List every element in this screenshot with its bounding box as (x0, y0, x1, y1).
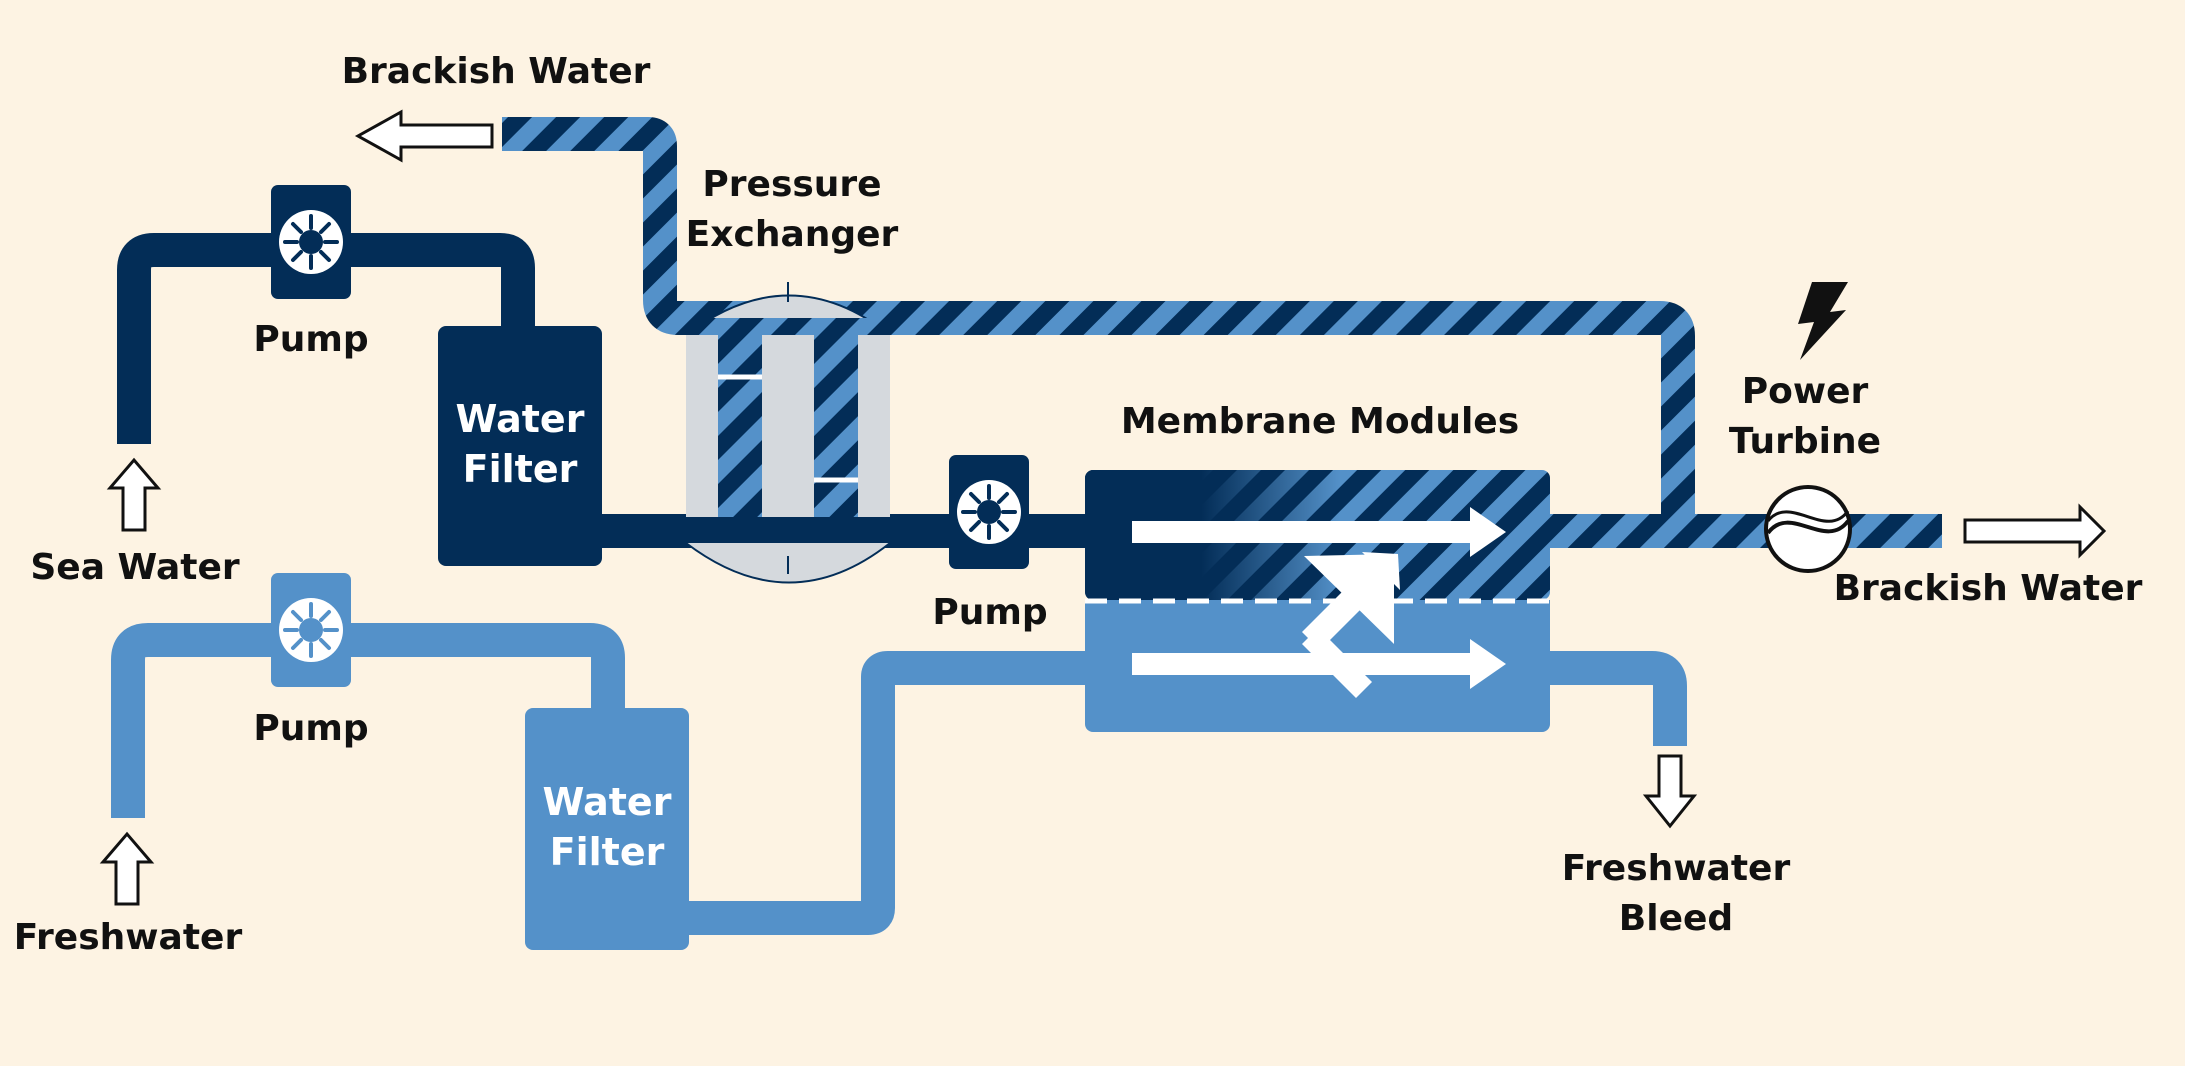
brackish-pipes (502, 117, 1942, 548)
pressure-exchanger (685, 282, 891, 584)
power-turbine (1764, 485, 1852, 573)
pressure-exchanger-label-2: Exchanger (686, 214, 899, 255)
water-filter-seawater: Water Filter (438, 326, 602, 566)
freshwater-label: Freshwater (14, 917, 243, 958)
water-filter-seawater-label-2: Filter (463, 447, 578, 491)
lightning-icon (1798, 282, 1848, 360)
water-filter-freshwater: Water Filter (525, 708, 689, 950)
pump-seawater (271, 185, 351, 299)
pump-seawater-label: Pump (253, 319, 368, 360)
power-turbine-label-1: Power (1742, 371, 1869, 412)
freshwater-pipes (111, 623, 1687, 935)
pump-icon (279, 598, 343, 662)
membrane-flow-arrow-top (1132, 507, 1506, 557)
arrow-icon (354, 109, 494, 163)
turbine-icon (1764, 485, 1852, 573)
power-turbine-label-2: Turbine (1729, 421, 1881, 462)
membrane-modules-label: Membrane Modules (1121, 401, 1519, 442)
membrane-flow-arrow-bottom (1132, 639, 1506, 689)
permeate-diagonal-arrow (1302, 552, 1400, 650)
freshwater-bleed-label-1: Freshwater (1562, 848, 1791, 889)
pump-main-label: Pump (932, 592, 1047, 633)
pump-freshwater (271, 573, 351, 687)
arrow-icon (1963, 503, 2107, 559)
pump-main (949, 455, 1029, 569)
brackish-water-top-label: Brackish Water (342, 51, 651, 92)
pressure-exchanger-label-1: Pressure (702, 164, 881, 205)
membrane-module (1085, 470, 1550, 732)
flow-arrows (99, 109, 2107, 906)
water-filter-freshwater-label-1: Water (543, 780, 672, 824)
pump-icon (957, 480, 1021, 544)
pump-freshwater-label: Pump (253, 708, 368, 749)
brackish-water-right-label: Brackish Water (1834, 568, 2143, 609)
arrow-icon (99, 831, 155, 906)
sea-water-label: Sea Water (30, 547, 240, 588)
arrow-icon (106, 457, 162, 532)
freshwater-bleed-label-2: Bleed (1619, 898, 1733, 939)
pump-icon (279, 210, 343, 274)
water-filter-seawater-label-1: Water (456, 397, 585, 441)
arrow-icon (1642, 754, 1698, 829)
water-filter-freshwater-label-2: Filter (550, 830, 665, 874)
